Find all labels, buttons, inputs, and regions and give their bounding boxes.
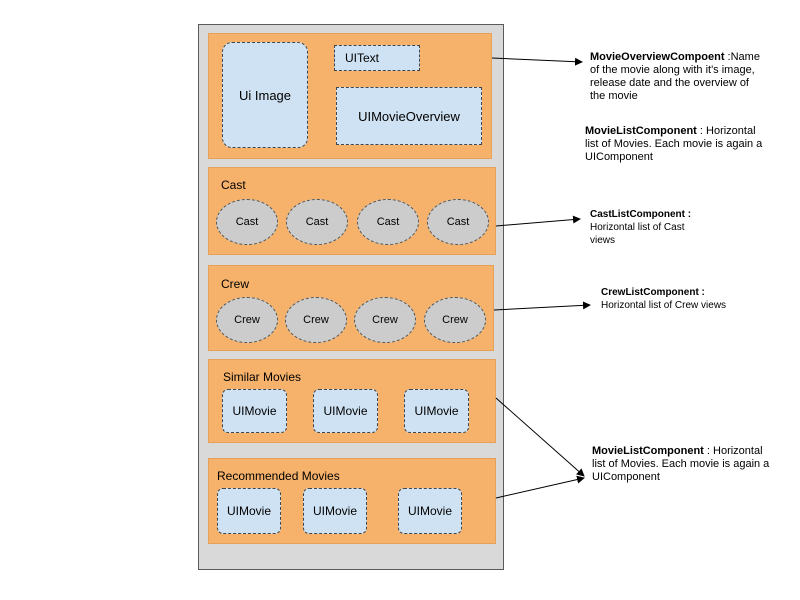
- cast-list-annotation: CastListComponent : Horizontal list of C…: [590, 208, 750, 247]
- cast-item: Cast: [286, 199, 348, 245]
- crew-arrow: [493, 301, 591, 311]
- annotation-text: UIComponent: [585, 151, 653, 163]
- cast-item-label: Cast: [376, 216, 400, 228]
- recommended-movie-item: UIMovie: [398, 488, 462, 534]
- movie-list-bottom-annotation: MovieListComponent : Horizontal list of …: [592, 445, 797, 484]
- cast-item-label: Cast: [235, 216, 259, 228]
- annotation-text: : Horizontal: [703, 445, 763, 457]
- similar-movie-item: UIMovie: [313, 389, 378, 433]
- crew-item: Crew: [216, 297, 278, 343]
- movie-item-label: UIMovie: [312, 504, 357, 518]
- similar-movie-item: UIMovie: [222, 389, 287, 433]
- cast-title: Cast: [221, 178, 246, 192]
- annotation-text: release date and the overview of: [590, 77, 749, 89]
- cast-item: Cast: [357, 199, 419, 245]
- annotation-text: : Horizontal: [696, 125, 756, 137]
- cast-item: Cast: [216, 199, 278, 245]
- movie-item-label: UIMovie: [414, 404, 459, 418]
- ui-movie-overview-label: UIMovieOverview: [358, 108, 460, 124]
- annotation-text: list of Movies. Each movie is again a: [585, 138, 763, 150]
- recommended-movie-item: UIMovie: [303, 488, 367, 534]
- annotation-text: UIComponent: [592, 471, 660, 483]
- recommended-movie-item: UIMovie: [217, 488, 281, 534]
- ui-image-box: Ui Image: [222, 42, 308, 148]
- annotation-title: MovieListComponent: [592, 445, 704, 457]
- movie-list-top-annotation: MovieListComponent : Horizontal list of …: [585, 125, 795, 164]
- annotation-title: CrewListComponent :: [601, 287, 705, 298]
- ui-text-box: UIText: [334, 45, 420, 71]
- annotation-text: Horizontal list of Cast: [590, 222, 685, 233]
- annotation-text: Horizontal list of Crew views: [601, 300, 727, 311]
- annotation-title: MovieOverviewCompoent: [590, 51, 725, 63]
- ui-text-label: UIText: [345, 51, 380, 65]
- crew-item-label: Crew: [442, 314, 468, 326]
- annotation-title: CastListComponent :: [590, 209, 692, 220]
- annotation-text: the movie: [590, 90, 638, 102]
- annotation-text: list of Movies. Each movie is again a: [592, 458, 770, 470]
- movie-item-label: UIMovie: [407, 504, 452, 518]
- recommended-arrow: [495, 475, 585, 499]
- similar-arrow: [495, 397, 585, 477]
- crew-title: Crew: [221, 277, 250, 291]
- annotation-text: views: [590, 235, 616, 246]
- crew-item: Crew: [285, 297, 347, 343]
- ui-movie-overview-box: UIMovieOverview: [336, 87, 482, 145]
- crew-item: Crew: [354, 297, 416, 343]
- crew-item: Crew: [424, 297, 486, 343]
- movie-item-label: UIMovie: [226, 504, 271, 518]
- movie-item-label: UIMovie: [323, 404, 368, 418]
- crew-item-label: Crew: [234, 314, 260, 326]
- crew-item-label: Crew: [303, 314, 329, 326]
- similar-movie-item: UIMovie: [404, 389, 469, 433]
- movie-item-label: UIMovie: [232, 404, 277, 418]
- crew-item-label: Crew: [372, 314, 398, 326]
- similar-movies-title: Similar Movies: [223, 370, 302, 384]
- annotation-text: :Name: [724, 51, 760, 63]
- annotation-text: of the movie along with it's image,: [590, 64, 755, 76]
- overview-annotation: MovieOverviewCompoent :Name of the movie…: [590, 51, 790, 103]
- cast-item: Cast: [427, 199, 489, 245]
- cast-item-label: Cast: [446, 216, 470, 228]
- cast-arrow: [495, 215, 581, 227]
- overview-arrow: [491, 57, 583, 66]
- ui-image-label: Ui Image: [238, 87, 292, 103]
- cast-item-label: Cast: [305, 216, 329, 228]
- crew-list-annotation: CrewListComponent : Horizontal list of C…: [601, 286, 781, 312]
- annotation-title: MovieListComponent: [585, 125, 697, 137]
- recommended-movies-title: Recommended Movies: [217, 469, 340, 483]
